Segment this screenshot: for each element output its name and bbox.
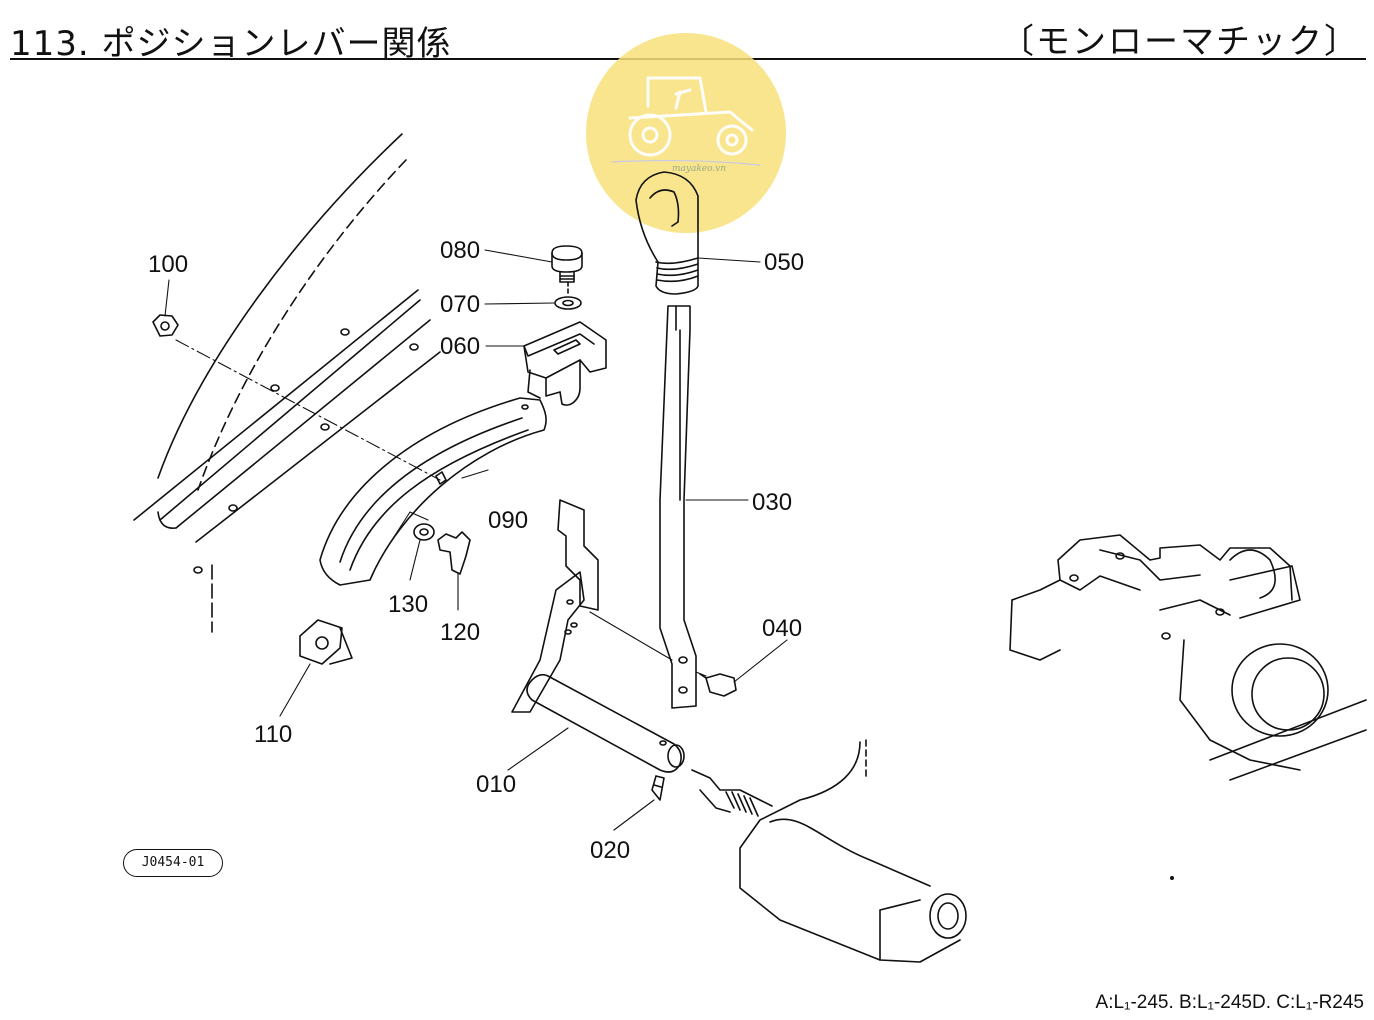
part-020-pin [651,775,665,801]
leader-lines [164,249,788,831]
right-housing [1009,534,1367,781]
label-130: 130 [388,591,428,618]
shaft-coupling [691,769,773,817]
label-010: 010 [476,771,516,798]
part-130-washer [413,523,435,541]
label-110: 110 [254,721,292,748]
fender-outline [157,133,407,633]
model-applicability-note: A:L₁-245. B:L₁-245D. C:L₁-R245 [1095,992,1364,1013]
watermark-logo [586,33,786,233]
part-040-bolt [699,673,737,697]
label-070: 070 [440,291,480,318]
part-060-bracket [523,321,607,406]
watermark-circle [586,33,786,233]
lower-housing [739,739,967,963]
part-090-guide-plate [319,397,547,586]
diagram-code-badge: J0454-01 [123,849,223,877]
part-labels: 080 070 060 050 030 040 100 090 130 120 … [148,237,804,864]
assembly-line-010 [589,611,673,661]
label-040: 040 [762,615,802,642]
label-080: 080 [440,237,480,264]
frame-rail [133,289,441,574]
label-100: 100 [148,251,188,278]
label-050: 050 [764,249,804,276]
label-020: 020 [590,837,630,864]
part-080-bolt [551,245,583,283]
part-100-nut [152,314,179,337]
tractor-icon [628,76,754,157]
label-030: 030 [752,489,792,516]
page-title: 113. ポジションレバー関係 [10,24,452,64]
page-subtitle: 〔モンローマチック〕 [1000,22,1360,62]
part-070-washer [554,281,582,310]
label-090: 090 [488,507,528,534]
watermark-text: mayakeo.vn [672,164,727,174]
label-060: 060 [440,333,480,360]
part-120-knob-bolt [437,531,471,575]
part-110-plate-nut [299,619,353,665]
part-010-shaft-assembly [511,499,685,773]
part-050-grip [635,171,699,295]
label-120: 120 [440,619,480,646]
part-030-lever [659,305,697,709]
